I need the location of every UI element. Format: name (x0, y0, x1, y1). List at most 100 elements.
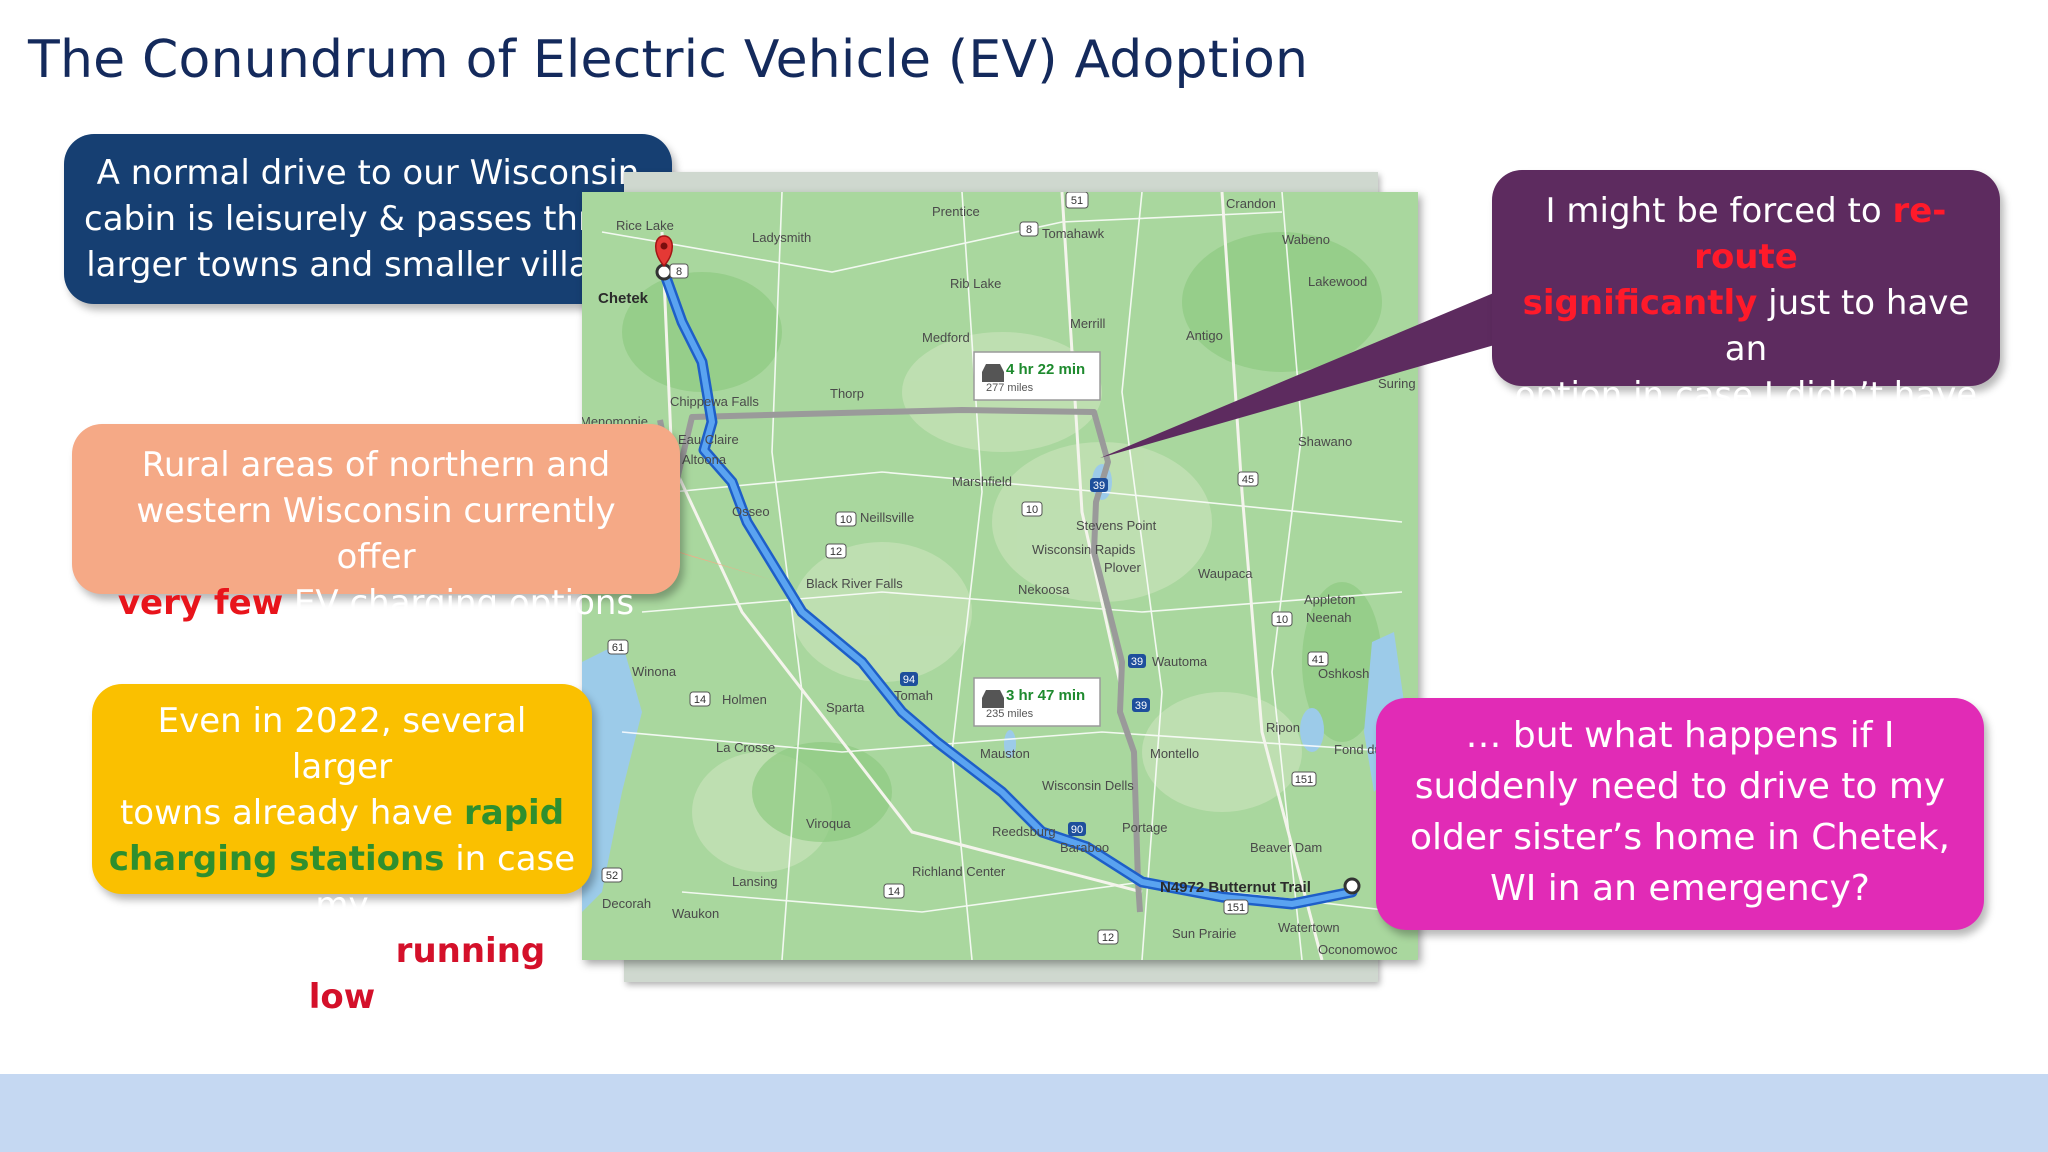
place-label: Osseo (732, 504, 770, 519)
origin-pin-icon (655, 235, 673, 281)
place-label: Tomahawk (1042, 226, 1105, 241)
callout-towns: Even in 2022, several larger towns alrea… (92, 684, 592, 1017)
highway-shield-icon: 94 (900, 672, 918, 686)
map-destination-label: N4972 Butternut Trail (1160, 879, 1311, 896)
svg-text:39: 39 (1093, 480, 1105, 492)
callout-rural: Rural areas of northern and western Wisc… (72, 424, 680, 623)
highway-shield-icon: 10 (1021, 501, 1043, 517)
svg-text:151: 151 (1295, 774, 1313, 786)
highlight-running-low: running low (308, 931, 546, 1017)
place-label: Chippewa Falls (670, 394, 759, 409)
place-label: Lansing (732, 874, 778, 889)
callout-line: WI in an emergency? (1490, 868, 1870, 909)
place-label: Holmen (722, 692, 767, 707)
place-label: Ripon (1266, 720, 1300, 735)
svg-text:14: 14 (888, 886, 900, 898)
svg-text:14: 14 (694, 694, 706, 706)
place-label: Appleton (1304, 592, 1355, 607)
highway-shield-icon: 39 (1128, 654, 1146, 668)
highway-shield-icon: 51 (1065, 192, 1089, 209)
highway-shield-icon: 151 (1223, 899, 1249, 915)
callout-line: larger towns and smaller villages (86, 245, 650, 285)
highway-shield-icon: 8 (669, 263, 689, 279)
highlight-charging-stations: charging stations (108, 839, 445, 879)
callout-normal-drive: A normal drive to our Wisconsin cabin is… (64, 134, 672, 304)
fast-route-distance: 235 miles (986, 708, 1034, 720)
highway-shield-icon: 45 (1237, 471, 1259, 487)
callout-line: … but what happens if I (1465, 715, 1895, 756)
svg-text:61: 61 (612, 642, 624, 654)
svg-text:8: 8 (676, 266, 682, 278)
highway-shield-icon: 12 (825, 543, 847, 559)
place-label: Richland Center (912, 864, 1006, 879)
svg-text:8: 8 (1026, 224, 1032, 236)
callout-line: time to charge my EV’s battery (1547, 421, 1945, 507)
fast-route-time-box: 3 hr 47 min 235 miles (973, 677, 1101, 727)
highway-shield-icon: 52 (601, 867, 623, 883)
highway-shield-icon: 10 (835, 511, 857, 527)
callout-line: older sister’s home in Chetek, (1410, 817, 1950, 858)
svg-text:10: 10 (840, 514, 852, 526)
highlight-re-route: re-route (1694, 191, 1947, 277)
place-label: Neenah (1306, 610, 1352, 625)
place-label: Mauston (980, 746, 1030, 761)
svg-text:12: 12 (1102, 932, 1114, 944)
highlight-rapid: rapid (463, 793, 565, 833)
place-label: Plover (1104, 560, 1142, 575)
place-label: Waukon (672, 906, 719, 921)
callout-line: option in case I didn’t have (1514, 375, 1978, 415)
place-label: Wabeno (1282, 232, 1330, 247)
place-label: Watertown (1278, 920, 1340, 935)
place-label: Viroqua (806, 816, 851, 831)
svg-text:52: 52 (606, 870, 618, 882)
callout-emergency: … but what happens if I suddenly need to… (1376, 698, 1984, 930)
svg-text:39: 39 (1131, 656, 1143, 668)
svg-text:90: 90 (1071, 824, 1083, 836)
place-label: Portage (1122, 820, 1168, 835)
callout-reroute: I might be forced to re-route significan… (1492, 170, 2000, 507)
place-label: Lakewood (1308, 274, 1367, 289)
map-svg: Chetek N4972 Butternut Trail 4 hr 22 min… (582, 192, 1418, 960)
place-label: Wisconsin Rapids (1032, 542, 1136, 557)
callout-text: in case my (315, 839, 576, 925)
highway-shield-icon: 61 (607, 639, 629, 655)
place-label: Crandon (1226, 196, 1276, 211)
place-label: Altoona (682, 452, 727, 467)
place-label: Beaver Dam (1250, 840, 1322, 855)
place-label: Winona (632, 664, 677, 679)
highlight-significantly: significantly (1522, 283, 1758, 323)
minor-roads (601, 192, 1403, 960)
svg-text:51: 51 (1071, 195, 1083, 207)
place-label: Shawano (1298, 434, 1352, 449)
place-label: Rice Lake (616, 218, 674, 233)
place-label: Suring (1378, 376, 1416, 391)
highlight-very-few: very few (117, 583, 284, 623)
place-label: Oshkosh (1318, 666, 1369, 681)
alt-route-distance: 277 miles (986, 382, 1034, 394)
place-label: Antigo (1186, 328, 1223, 343)
place-label: Black River Falls (806, 576, 903, 591)
callout-text: just to have an (1724, 283, 1970, 369)
fast-route (661, 269, 1355, 907)
svg-text:10: 10 (1276, 614, 1288, 626)
place-label: Stevens Point (1076, 518, 1157, 533)
callout-text: EV’s battery is (138, 931, 396, 971)
place-label: Medford (922, 330, 970, 345)
svg-text:10: 10 (1026, 504, 1038, 516)
place-label: Tomah (894, 688, 933, 703)
place-label: Thorp (830, 386, 864, 401)
callout-line: A normal drive to our Wisconsin (96, 153, 640, 193)
highway-shield-icon: 14 (689, 691, 711, 707)
place-label: Wisconsin Dells (1042, 778, 1134, 793)
callout-line: significantly just to have an (1508, 280, 1984, 372)
callout-text: towns already have (119, 793, 464, 833)
svg-text:12: 12 (830, 546, 842, 558)
svg-text:41: 41 (1312, 654, 1324, 666)
place-label: Decorah (602, 896, 651, 911)
highway-shield-icon: 90 (1068, 822, 1086, 836)
callout-line: towns already have rapid (108, 790, 576, 836)
slide-title: The Conundrum of Electric Vehicle (EV) A… (28, 30, 1309, 90)
callout-line: cabin is leisurely & passes through (84, 199, 672, 239)
place-label: Merrill (1070, 316, 1105, 331)
alt-route-time-box: 4 hr 22 min 277 miles (973, 351, 1101, 401)
